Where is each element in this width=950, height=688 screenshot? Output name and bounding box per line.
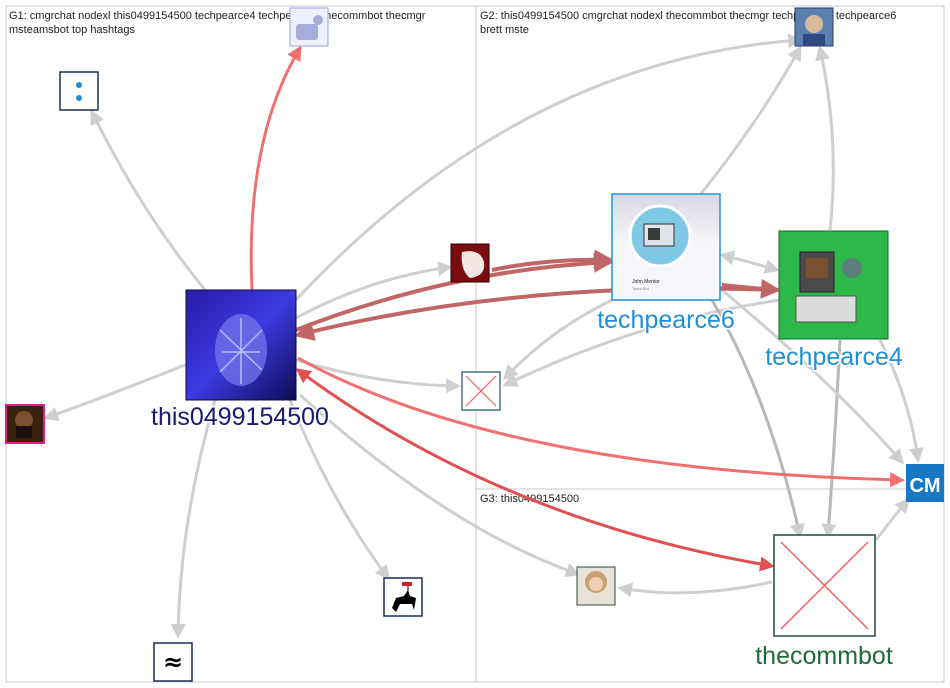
redface-shape xyxy=(461,251,485,278)
node-rider[interactable] xyxy=(383,577,423,617)
rider-flag xyxy=(402,582,412,586)
edge-hub-to-teams xyxy=(249,45,302,291)
edge-tp6-to-tp4-red xyxy=(721,278,781,299)
msteams-dot xyxy=(313,15,323,25)
edge-tp4-to-cm xyxy=(878,339,924,463)
approx-symbol: ≈ xyxy=(163,648,183,676)
node-beard-avatar[interactable] xyxy=(5,404,45,444)
node-this0499154500[interactable] xyxy=(185,289,297,401)
node-colon[interactable] xyxy=(59,71,99,111)
edge-hub-to-cm xyxy=(297,356,905,488)
msteams-body xyxy=(296,24,318,40)
node-redface[interactable] xyxy=(450,243,490,283)
node-broken-small[interactable] xyxy=(461,371,501,411)
beard-beard xyxy=(16,426,32,438)
node-cm-logo[interactable]: CM xyxy=(906,464,944,502)
techpearce6-screen xyxy=(648,228,660,240)
panel-g1-title-line2: msteamsbot top hashtags xyxy=(9,24,135,36)
edge-commbot-to-hub xyxy=(295,368,775,572)
techpearce4-robot xyxy=(842,258,862,278)
edge-hub-to-broken xyxy=(295,358,461,394)
edges xyxy=(43,33,924,639)
colon-icon xyxy=(59,71,99,111)
techpearce6-card-subtitle: Team Bot xyxy=(632,286,650,291)
cm-logo-text: CM xyxy=(909,475,940,497)
node-techpearce6[interactable]: John Mentor Team Bot xyxy=(611,193,721,301)
edge-tp4-to-topright xyxy=(815,45,835,231)
node-thecommbot[interactable] xyxy=(773,534,876,637)
edge-hub-to-approx xyxy=(170,399,217,639)
label-this0499154500: this0499154500 xyxy=(151,403,329,431)
node-msteams[interactable] xyxy=(289,7,329,47)
node-photo-avatar[interactable] xyxy=(576,566,616,606)
node-approx[interactable]: ≈ xyxy=(153,642,193,682)
techpearce4-screen xyxy=(806,258,828,278)
panel-g2-title-line1: G2: this0499154500 cmgrchat nodexl theco… xyxy=(480,10,896,22)
topright-face xyxy=(805,15,823,33)
cm-logo-icon xyxy=(906,464,944,502)
colon-dot-bottom xyxy=(76,95,82,101)
edge-hub-to-beard xyxy=(43,363,186,421)
colon-dot-top xyxy=(76,82,82,88)
panel-g2-title-line2: brett mste xyxy=(480,24,529,36)
thecommbot-x2 xyxy=(780,541,869,630)
label-techpearce6: techpearce6 xyxy=(597,306,735,334)
edge-tp6-to-topright xyxy=(698,45,802,196)
edge-commbot-to-cm xyxy=(874,497,910,541)
edge-tp4-to-commbot xyxy=(821,339,842,539)
edge-tp6-to-cm xyxy=(721,288,904,465)
edge-tp6-tp4-grey xyxy=(719,250,780,274)
panel-g1-title-line1: G1: cmgrchat nodexl this0499154500 techp… xyxy=(9,10,426,22)
node-labels: this0499154500 techpearce6 techpearce4 t… xyxy=(150,305,905,672)
edge-hub-to-colon xyxy=(90,109,207,291)
edge-commbot-to-photo xyxy=(617,580,773,598)
techpearce6-card-name: John Mentor xyxy=(632,279,660,285)
nodes: ≈ xyxy=(5,7,944,682)
edge-tp6-to-broken xyxy=(502,298,613,381)
rider-silhouette xyxy=(392,590,416,612)
approx-icon xyxy=(153,642,193,682)
topright-shirt xyxy=(803,34,825,46)
label-techpearce4: techpearce4 xyxy=(765,343,903,371)
node-techpearce4[interactable] xyxy=(778,230,889,340)
edge-hub-to-topright xyxy=(294,33,803,302)
node-topright-avatar[interactable] xyxy=(794,7,834,47)
label-thecommbot: thecommbot xyxy=(755,642,893,670)
hub-face-lines xyxy=(219,318,263,384)
beard-face xyxy=(15,411,33,429)
techpearce4-desk xyxy=(795,295,857,323)
broken-small-x2 xyxy=(465,375,497,407)
edge-hub-to-tp6 xyxy=(295,252,614,332)
edge-hub-to-photo xyxy=(298,393,581,578)
photo-face xyxy=(589,577,603,591)
edge-hub-to-redface xyxy=(295,261,453,320)
